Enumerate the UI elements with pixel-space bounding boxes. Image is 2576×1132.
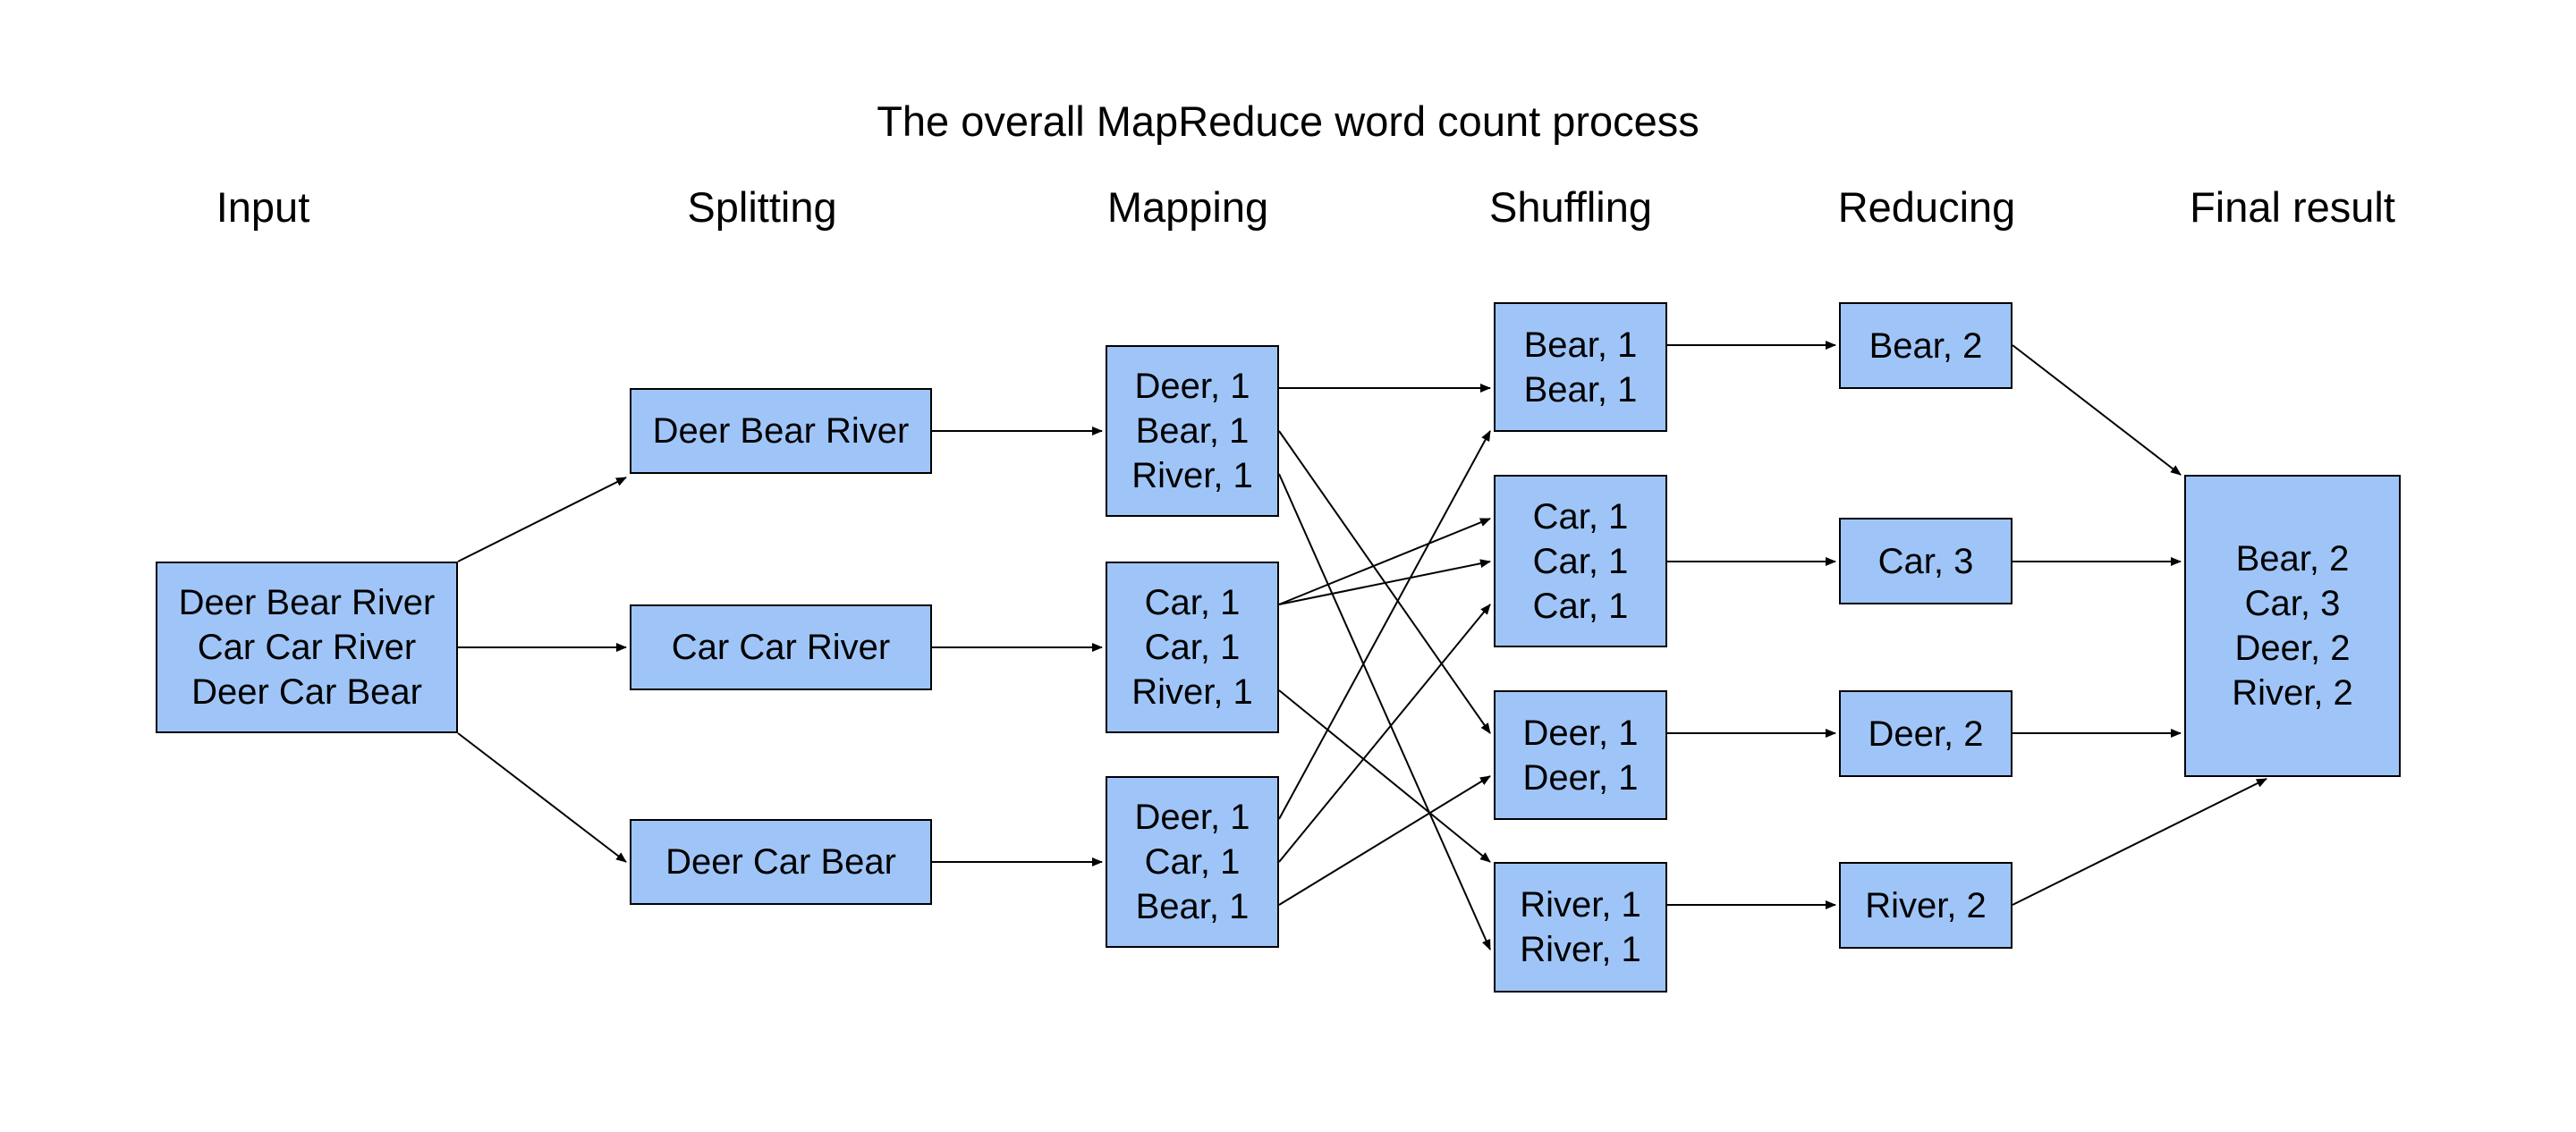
split-box: Deer Car Bear [630,819,932,905]
reduce-to-result-arrow [2012,344,2182,476]
map-line: Car, 1 [1144,842,1241,882]
map-line: Bear, 1 [1135,887,1250,926]
input-line: Deer Car Bear [191,672,422,712]
shuffle-line: Bear, 1 [1523,369,1638,410]
shuffle-line: Bear, 1 [1523,325,1638,365]
reduce-line: River, 2 [1865,885,1987,925]
map-box: Deer, 1 Car, 1 Bear, 1 [1106,776,1279,948]
input-to-split-arrow [457,732,627,863]
stage-header-splitting: Splitting [687,183,837,231]
map-line: Deer, 1 [1134,367,1250,406]
map-line: River, 1 [1131,672,1253,712]
split-box: Deer Bear River [630,388,932,474]
diagram-title: The overall MapReduce word count process [877,97,1699,145]
stage-header-final-result: Final result [2190,183,2395,231]
shuffle-box: Bear, 1 Bear, 1 [1494,302,1667,432]
reduce-box: Deer, 2 [1839,690,2012,777]
map-line: Deer, 1 [1134,798,1250,837]
split-line: Car Car River [671,628,891,667]
map-to-shuffle-arrow [1278,518,1491,605]
result-line: Bear, 2 [2235,539,2350,579]
map-line: Bear, 1 [1135,411,1250,451]
input-line: Car Car River [197,628,417,667]
map-to-shuffle-arrow [1278,559,1491,605]
map-box: Deer, 1 Bear, 1 River, 1 [1106,345,1279,517]
reduce-line: Deer, 2 [1868,714,1984,754]
reduce-to-result-arrow [2012,778,2267,906]
shuffle-box: Deer, 1 Deer, 1 [1494,690,1667,820]
result-line: Car, 3 [2244,584,2341,623]
shuffle-box: Car, 1 Car, 1 Car, 1 [1494,475,1667,647]
shuffle-line: Deer, 1 [1522,757,1639,798]
map-to-shuffle-arrow [1278,430,1491,820]
reduce-box: Bear, 2 [1839,302,2012,389]
reduce-box: Car, 3 [1839,518,2012,604]
stage-header-shuffling: Shuffling [1488,183,1653,231]
map-to-shuffle-arrow [1278,775,1491,906]
map-line: River, 1 [1131,456,1253,495]
map-to-shuffle-arrow [1278,473,1491,950]
reduce-line: Bear, 2 [1868,325,1983,366]
stage-header-input: Input [216,183,310,231]
final-result-box: Bear, 2 Car, 3 Deer, 2 River, 2 [2184,475,2401,777]
split-box: Car Car River [630,604,932,690]
shuffle-line: River, 1 [1520,885,1641,925]
map-line: Car, 1 [1144,583,1241,622]
reduce-box: River, 2 [1839,862,2012,949]
input-line: Deer Bear River [178,583,436,622]
shuffle-line: Car, 1 [1532,496,1629,536]
map-line: Car, 1 [1144,628,1241,667]
shuffle-line: River, 1 [1520,930,1641,969]
shuffle-line: Deer, 1 [1522,713,1639,753]
shuffle-line: Car, 1 [1532,541,1629,581]
shuffle-box: River, 1 River, 1 [1494,862,1667,993]
result-line: Deer, 2 [2234,629,2351,668]
result-line: River, 2 [2232,673,2353,713]
reduce-line: Car, 3 [1877,541,1974,581]
split-line: Deer Bear River [652,411,910,451]
shuffle-line: Car, 1 [1532,586,1629,626]
map-to-shuffle-arrow [1278,604,1491,863]
map-box: Car, 1 Car, 1 River, 1 [1106,562,1279,733]
map-to-shuffle-arrow [1278,689,1491,863]
input-to-split-arrow [457,477,627,562]
split-line: Deer Car Bear [665,842,896,882]
input-box: Deer Bear River Car Car River Deer Car B… [156,562,458,733]
stage-header-mapping: Mapping [1106,183,1269,231]
stage-header-reducing: Reducing [1837,183,2016,231]
